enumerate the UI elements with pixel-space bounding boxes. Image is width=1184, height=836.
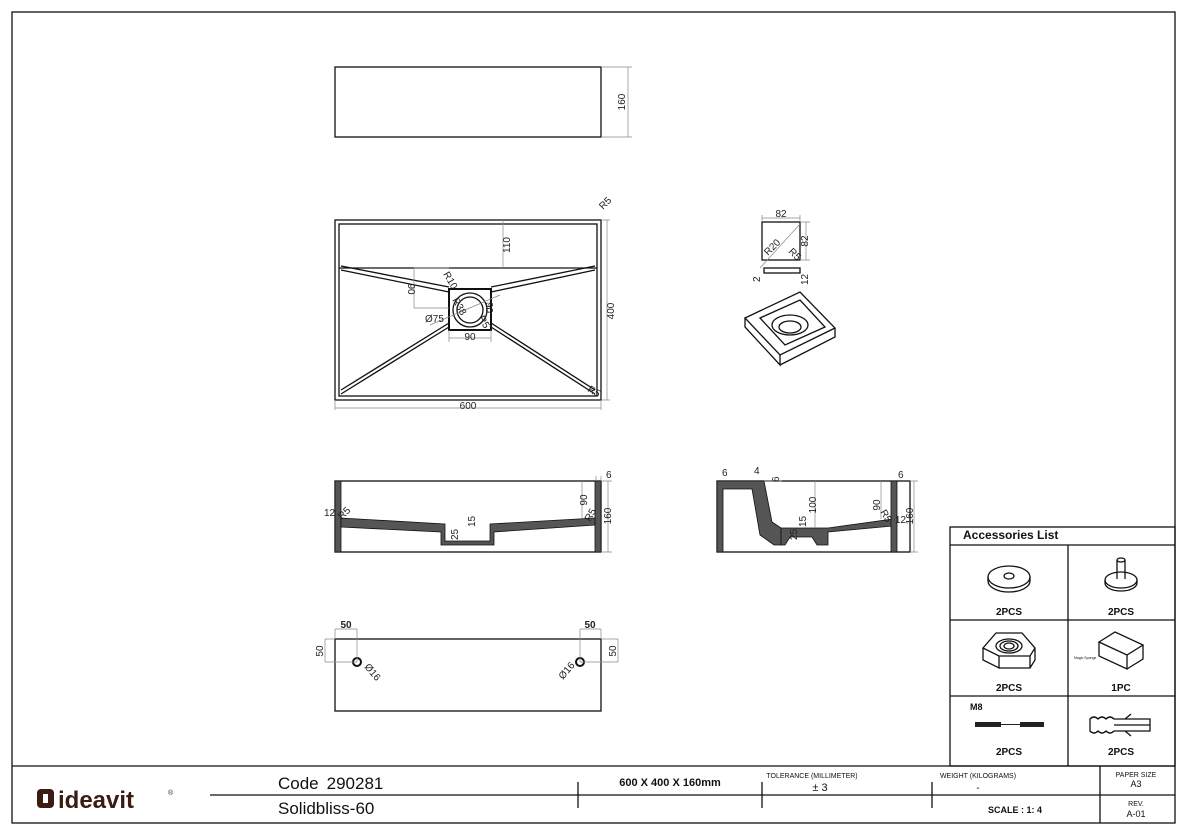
washer-icon xyxy=(987,565,1031,593)
dim-600: 600 xyxy=(460,401,477,412)
dim-r38: R38 xyxy=(449,296,468,318)
dim-50-left-vertical: 50 xyxy=(315,645,326,657)
accessory-caption: Magic Sponge xyxy=(1074,656,1096,660)
tolerance-label: TOLERANCE (MILLIMETER) xyxy=(766,773,857,780)
dim-d16-right: Ø16 xyxy=(557,660,578,682)
dim-r5-drain: R5 xyxy=(475,314,491,331)
paper-size-label: PAPER SIZE xyxy=(1116,772,1157,779)
sheet-border xyxy=(11,11,1176,824)
dim-15: 15 xyxy=(467,515,478,527)
dim-cover-r20: R20 xyxy=(762,237,783,258)
rev-value: A-01 xyxy=(1126,809,1145,819)
dim-cover-2: 2 xyxy=(752,276,763,282)
dim-160: 160 xyxy=(603,507,614,524)
dim-6-left: 6 xyxy=(722,468,728,479)
brand-name: ideavit xyxy=(58,787,134,814)
dim-15: 15 xyxy=(798,515,809,527)
dim-d16-left: Ø16 xyxy=(362,662,383,684)
title-block: ideavit ® Code 290281 Solidbliss-60 600 X… xyxy=(12,765,1175,823)
accessories-title: Accessories List xyxy=(963,528,1058,542)
dim-height: 160 xyxy=(617,93,628,110)
accessory-qty: 2PCS xyxy=(1108,607,1134,618)
accessory-qty: 1PC xyxy=(1111,683,1130,694)
dim-90-vertical: 90 xyxy=(405,283,416,295)
threaded-rod-icon xyxy=(975,722,1044,727)
dim-90: 90 xyxy=(579,494,590,506)
accessory-qty: 2PCS xyxy=(996,747,1022,758)
dim-400: 400 xyxy=(606,302,617,319)
dim-25: 25 xyxy=(450,528,461,540)
dim-r5-bottom: R5 xyxy=(586,384,603,400)
dim-4: 4 xyxy=(754,466,760,477)
dim-25: 25 xyxy=(789,528,800,540)
hex-nut-icon xyxy=(981,632,1036,670)
drain-cover-detail: 82 82 R20 R5 2 12 xyxy=(743,209,837,367)
bolt-washer-icon xyxy=(1104,557,1138,592)
section-view-long: 6 12 R5 90 R5 160 15 25 xyxy=(324,470,614,553)
drain-cover-isometric xyxy=(743,291,837,367)
dim-wall-6: 6 xyxy=(606,470,612,481)
accessory-qty: 2PCS xyxy=(996,607,1022,618)
tolerance-value: ± 3 xyxy=(812,782,827,794)
dim-90: 90 xyxy=(872,499,883,511)
registered-mark: ® xyxy=(168,789,174,797)
dim-50-left: 50 xyxy=(340,620,352,631)
weight-value: - xyxy=(976,783,979,794)
front-outline xyxy=(334,66,602,138)
code-value: 290281 xyxy=(327,774,384,793)
product-name: Solidbliss-60 xyxy=(278,799,374,818)
overall-dimensions: 600 X 400 X 160mm xyxy=(619,777,721,789)
brand-logo: ideavit ® xyxy=(37,787,174,814)
dim-50-right: 50 xyxy=(584,620,596,631)
accessory-qty: 2PCS xyxy=(1108,747,1134,758)
code-label: Code xyxy=(278,774,319,793)
dim-cover-height: 82 xyxy=(800,235,811,247)
dim-r5-top: R5 xyxy=(597,195,614,212)
dim-100: 100 xyxy=(808,496,819,513)
plan-view: R5 110 R10 90 R38 Ø75 90 90 R5 400 600 R… xyxy=(334,195,617,412)
dim-6-mid: 6 xyxy=(771,476,782,482)
section-view-short: 6 4 6 100 90 6 R5 12 160 15 25 xyxy=(716,466,918,553)
dim-6-right: 6 xyxy=(898,470,904,481)
rev-label: REV. xyxy=(1128,801,1144,808)
sponge-icon xyxy=(1097,631,1145,671)
dim-50-right-vertical: 50 xyxy=(608,645,619,657)
front-elevation-view: 160 xyxy=(334,66,632,138)
dim-90-side: 90 xyxy=(483,302,494,314)
weight-label: WEIGHT (KILOGRAMS) xyxy=(940,773,1016,780)
paper-size-value: A3 xyxy=(1130,779,1141,789)
dim-cover-width: 82 xyxy=(775,209,787,220)
dim-90-horizontal: 90 xyxy=(464,332,476,343)
dim-12: 12 xyxy=(324,508,336,519)
scale: SCALE : 1: 4 xyxy=(988,805,1042,815)
dim-110: 110 xyxy=(502,237,513,253)
product-code: Code 290281 xyxy=(278,774,383,793)
dim-d75: Ø75 xyxy=(425,314,444,325)
bottom-view: 50 50 Ø16 50 50 Ø16 xyxy=(315,620,619,712)
accessories-list: Accessories List 2PCS 2PCS 2PCS Magic Sp… xyxy=(949,526,1176,767)
accessory-caption: M8 xyxy=(970,702,983,712)
wall-plug-icon xyxy=(1089,713,1151,737)
accessory-qty: 2PCS xyxy=(996,683,1022,694)
dim-160: 160 xyxy=(905,507,916,524)
dim-12: 12 xyxy=(895,515,907,526)
dim-cover-12: 12 xyxy=(800,273,811,285)
